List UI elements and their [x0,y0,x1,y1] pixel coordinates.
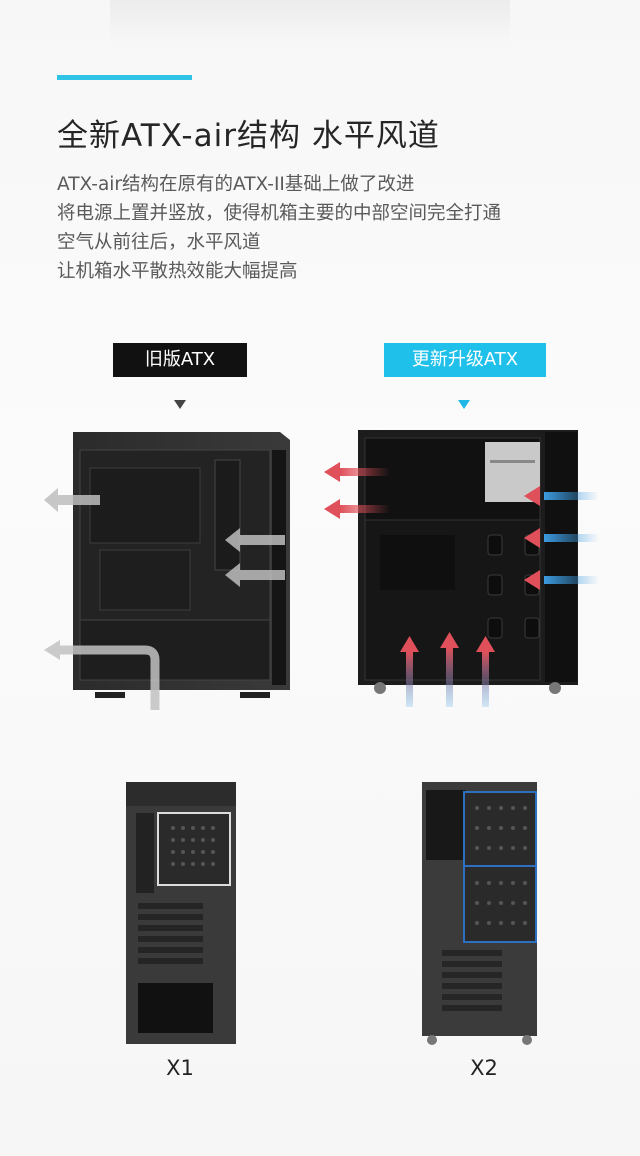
down-arrow-icon [174,400,186,409]
page-title: 全新ATX-air结构 水平风道 [57,118,440,154]
x2-case-rear-image [422,782,537,1045]
description-line: ATX-air结构在原有的ATX-II基础上做了改进 [57,174,415,195]
new-atx-label: 更新升级ATX [384,343,546,377]
x1-case-rear-image [126,782,236,1044]
old-case-side-image [44,432,290,710]
down-arrow-icon [458,400,470,409]
old-atx-label: 旧版ATX [113,343,247,377]
accent-line [57,75,192,80]
description: ATX-air结构在原有的ATX-II基础上做了改进 将电源上置并竖放，使得机箱… [57,170,617,286]
description-line: 空气从前往后，水平风道 [57,232,261,253]
x2-caption: X2 [470,1056,498,1080]
x1-caption: X1 [166,1056,194,1080]
description-line: 让机箱水平散热效能大幅提高 [57,261,298,282]
new-case-side-image [324,430,599,707]
top-image-strip [110,0,510,42]
description-line: 将电源上置并竖放，使得机箱主要的中部空间完全打通 [57,203,502,224]
